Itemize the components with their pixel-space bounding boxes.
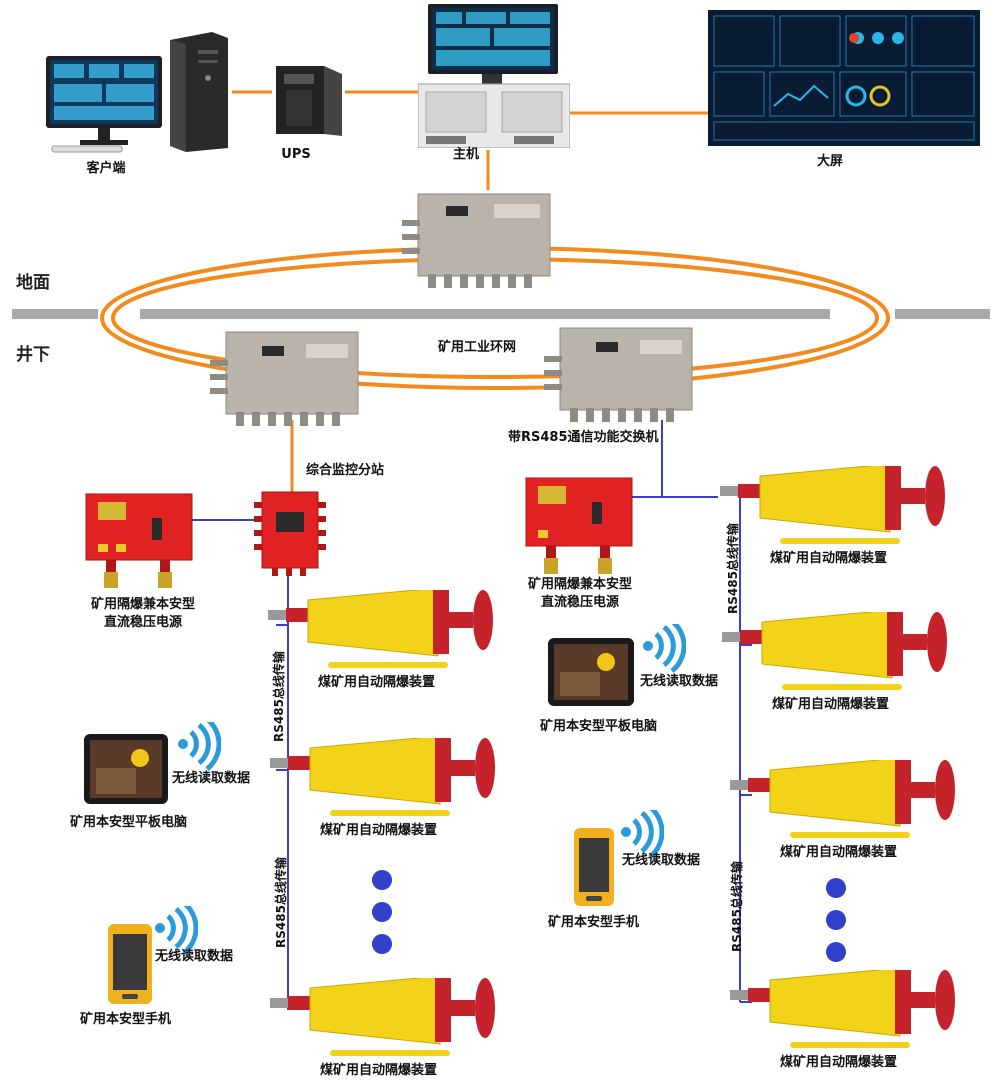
- device-label: 煤矿用自动隔爆装置: [318, 675, 436, 690]
- ground-line-right: [895, 309, 990, 319]
- wifi-icon: [621, 810, 664, 859]
- tablet-icon: [548, 638, 634, 706]
- substation-label: 综合监控分站: [306, 463, 385, 478]
- wifi-icon: [643, 624, 686, 673]
- wifi-icon: [178, 722, 221, 771]
- device-label: 煤矿用自动隔爆装置: [770, 551, 888, 566]
- barrier-device-icon: [720, 466, 945, 544]
- switch-box-icon: [544, 327, 693, 422]
- zone-surface-label: 地面: [16, 273, 50, 293]
- client-label: 客户端: [86, 161, 126, 176]
- wireless-label-phone-right: 无线读取数据: [622, 853, 701, 868]
- host-label: 主机: [452, 147, 480, 162]
- wifi-icon: [155, 906, 198, 955]
- substation-box-icon: [254, 491, 326, 576]
- power-supply-icon: [525, 477, 633, 574]
- phone-right-label: 矿用本安型手机: [548, 915, 640, 930]
- barrier-device-icon: [270, 978, 495, 1056]
- switch-box-icon: [402, 193, 551, 288]
- bus-label-right-1: RS485总线传输: [726, 523, 740, 614]
- tablet-right-label: 矿用本安型平板电脑: [540, 719, 658, 734]
- psu-left-label-2: 直流稳压电源: [103, 615, 183, 630]
- tablet-left-label: 矿用本安型平板电脑: [70, 815, 188, 830]
- bus-label-left-1: RS485总线传输: [272, 651, 286, 742]
- barrier-device-icon: [730, 970, 955, 1048]
- more-devices-dots-right: [826, 878, 846, 962]
- barrier-device-icon: [722, 612, 947, 690]
- tablet-icon: [84, 734, 168, 804]
- phone-left-label: 矿用本安型手机: [80, 1012, 172, 1027]
- screen-label: 大屏: [816, 154, 844, 169]
- phone-icon: [108, 924, 152, 1004]
- power-supply-icon: [85, 493, 193, 588]
- monitor-icon: [46, 56, 162, 153]
- device-label: 煤矿用自动隔爆装置: [780, 845, 898, 860]
- psu-left-label-1: 矿用隔爆兼本安型: [90, 597, 196, 612]
- ups-label: UPS: [281, 147, 311, 162]
- device-label: 煤矿用自动隔爆装置: [320, 1063, 438, 1078]
- psu-right-label-1: 矿用隔爆兼本安型: [527, 577, 633, 592]
- barrier-device-icon: [268, 590, 493, 668]
- wireless-label-tablet-right: 无线读取数据: [640, 674, 719, 689]
- bus-label-left-2: RS485总线传输: [274, 857, 288, 948]
- ring-network-label: 矿用工业环网: [438, 340, 517, 355]
- ups-icon: [276, 66, 342, 136]
- tower-pc-icon: [170, 32, 228, 152]
- ground-line-left: [12, 309, 98, 319]
- switch-box-icon: [210, 331, 359, 426]
- psu-right-label-2: 直流稳压电源: [540, 595, 620, 610]
- barrier-device-icon: [270, 738, 495, 816]
- rs485-switch-label: 带RS485通信功能交换机: [508, 430, 659, 445]
- server-icon: [418, 4, 570, 148]
- barrier-device-icon: [730, 760, 955, 838]
- device-label: 煤矿用自动隔爆装置: [772, 697, 890, 712]
- wireless-label-phone-left: 无线读取数据: [155, 949, 234, 964]
- more-devices-dots-left: [372, 870, 392, 954]
- device-label: 煤矿用自动隔爆装置: [780, 1055, 898, 1070]
- phone-icon: [574, 828, 614, 906]
- dashboard-screen-icon: [708, 10, 980, 146]
- wireless-label-tablet-left: 无线读取数据: [172, 771, 251, 786]
- bus-label-right-2: RS485总线传输: [730, 861, 744, 952]
- zone-underground-label: 井下: [16, 345, 50, 365]
- device-label: 煤矿用自动隔爆装置: [320, 823, 438, 838]
- ground-line-mid: [140, 309, 830, 319]
